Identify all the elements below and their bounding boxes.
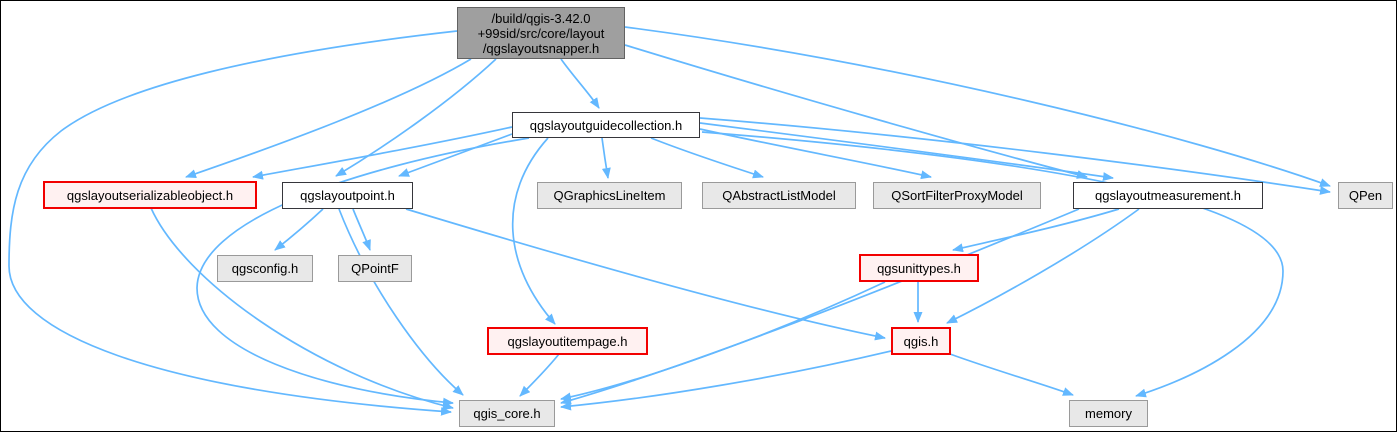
edge-qgis-qgis_core [560,350,892,411]
edge-guidecollection-qgis_core [196,137,530,407]
edge-snapper-qpen [624,26,1331,187]
node-label-line: /build/qgis-3.42.0 [491,10,591,26]
node-label: QPointF [351,261,399,276]
node-qgis-core: qgis_core.h [459,400,555,427]
node-qgslayoutsnapper: /build/qgis-3.42.0 +99sid/src/core/layou… [457,7,625,59]
edge-snapper-qgis_core [8,30,458,416]
node-qgis-h[interactable]: qgis.h [891,327,951,355]
node-label: qgis.h [903,333,939,349]
edge-point-qpointf [352,208,371,251]
node-qpen: QPen [1338,182,1393,209]
edge-guidecollection-memory [701,131,1284,398]
node-label: qgslayoutguidecollection.h [529,117,683,133]
edge-snapper-point [335,58,497,177]
node-memory: memory [1069,400,1148,427]
edge-qgis-memory [949,353,1074,396]
node-qgsconfig: qgsconfig.h [217,255,313,282]
edge-unittypes-qgis_core [560,281,886,402]
node-label: QSortFilterProxyModel [891,188,1023,203]
node-qgslayoutitempage[interactable]: qgslayoutitempage.h [487,327,648,355]
edge-measurement-unittypes [952,208,1120,253]
edge-snapper-guidecollection [560,58,600,109]
node-label: QGraphicsLineItem [553,188,666,203]
edge-guidecollection-measurement [699,122,1114,181]
node-label: qgslayoutmeasurement.h [1095,188,1241,203]
node-label: memory [1085,406,1132,421]
edge-guidecollection-itempage [511,137,556,325]
edge-guidecollection-abstractlistmodel [650,137,764,179]
node-label: qgslayoutserializableobject.h [66,187,234,203]
edge-serializable-qgis_core [150,207,454,410]
node-qgslayoutguidecollection[interactable]: qgslayoutguidecollection.h [512,112,700,138]
edge-guidecollection-point [398,133,513,177]
edge-snapper-serializable [185,58,472,178]
node-qgslayoutpoint[interactable]: qgslayoutpoint.h [282,182,413,209]
node-qgslayoutmeasurement[interactable]: qgslayoutmeasurement.h [1073,182,1263,209]
edge-itempage-qgis_core [519,353,560,397]
node-label: qgis_core.h [473,406,541,421]
node-label: QAbstractListModel [722,188,836,203]
node-label: qgsconfig.h [231,261,299,276]
edge-guidecollection-sortfilterproxymodel [699,128,932,180]
node-qabstractlistmodel: QAbstractListModel [702,182,856,209]
node-qgsunittypes[interactable]: qgsunittypes.h [859,254,979,282]
edge-measurement-qgis_core [560,208,1080,405]
node-label: qgslayoutpoint.h [300,188,395,203]
node-qsortfilterproxymodel: QSortFilterProxyModel [873,182,1041,209]
node-qpointf: QPointF [338,255,412,282]
node-label-line: /qgslayoutsnapper.h [482,40,600,56]
edge-snapper-measurement [624,44,1088,179]
edge-guidecollection-serializable [252,126,513,180]
node-qgslayoutserializableobject[interactable]: qgslayoutserializableobject.h [43,181,257,209]
edge-guidecollection-graphicslineitem [601,137,611,179]
edge-point-qgis [405,208,886,341]
edge-guidecollection-qpen [699,117,1331,195]
edge-point-qgis_core [338,208,464,396]
node-qgraphicslineitem: QGraphicsLineItem [537,182,682,209]
node-label: QPen [1348,188,1383,203]
node-label: qgsunittypes.h [877,260,961,276]
edge-point-qgsconfig [274,208,324,251]
edge-measurement-qgis [946,208,1140,324]
node-label-line: +99sid/src/core/layout [477,25,605,41]
node-label: qgslayoutitempage.h [507,333,628,349]
